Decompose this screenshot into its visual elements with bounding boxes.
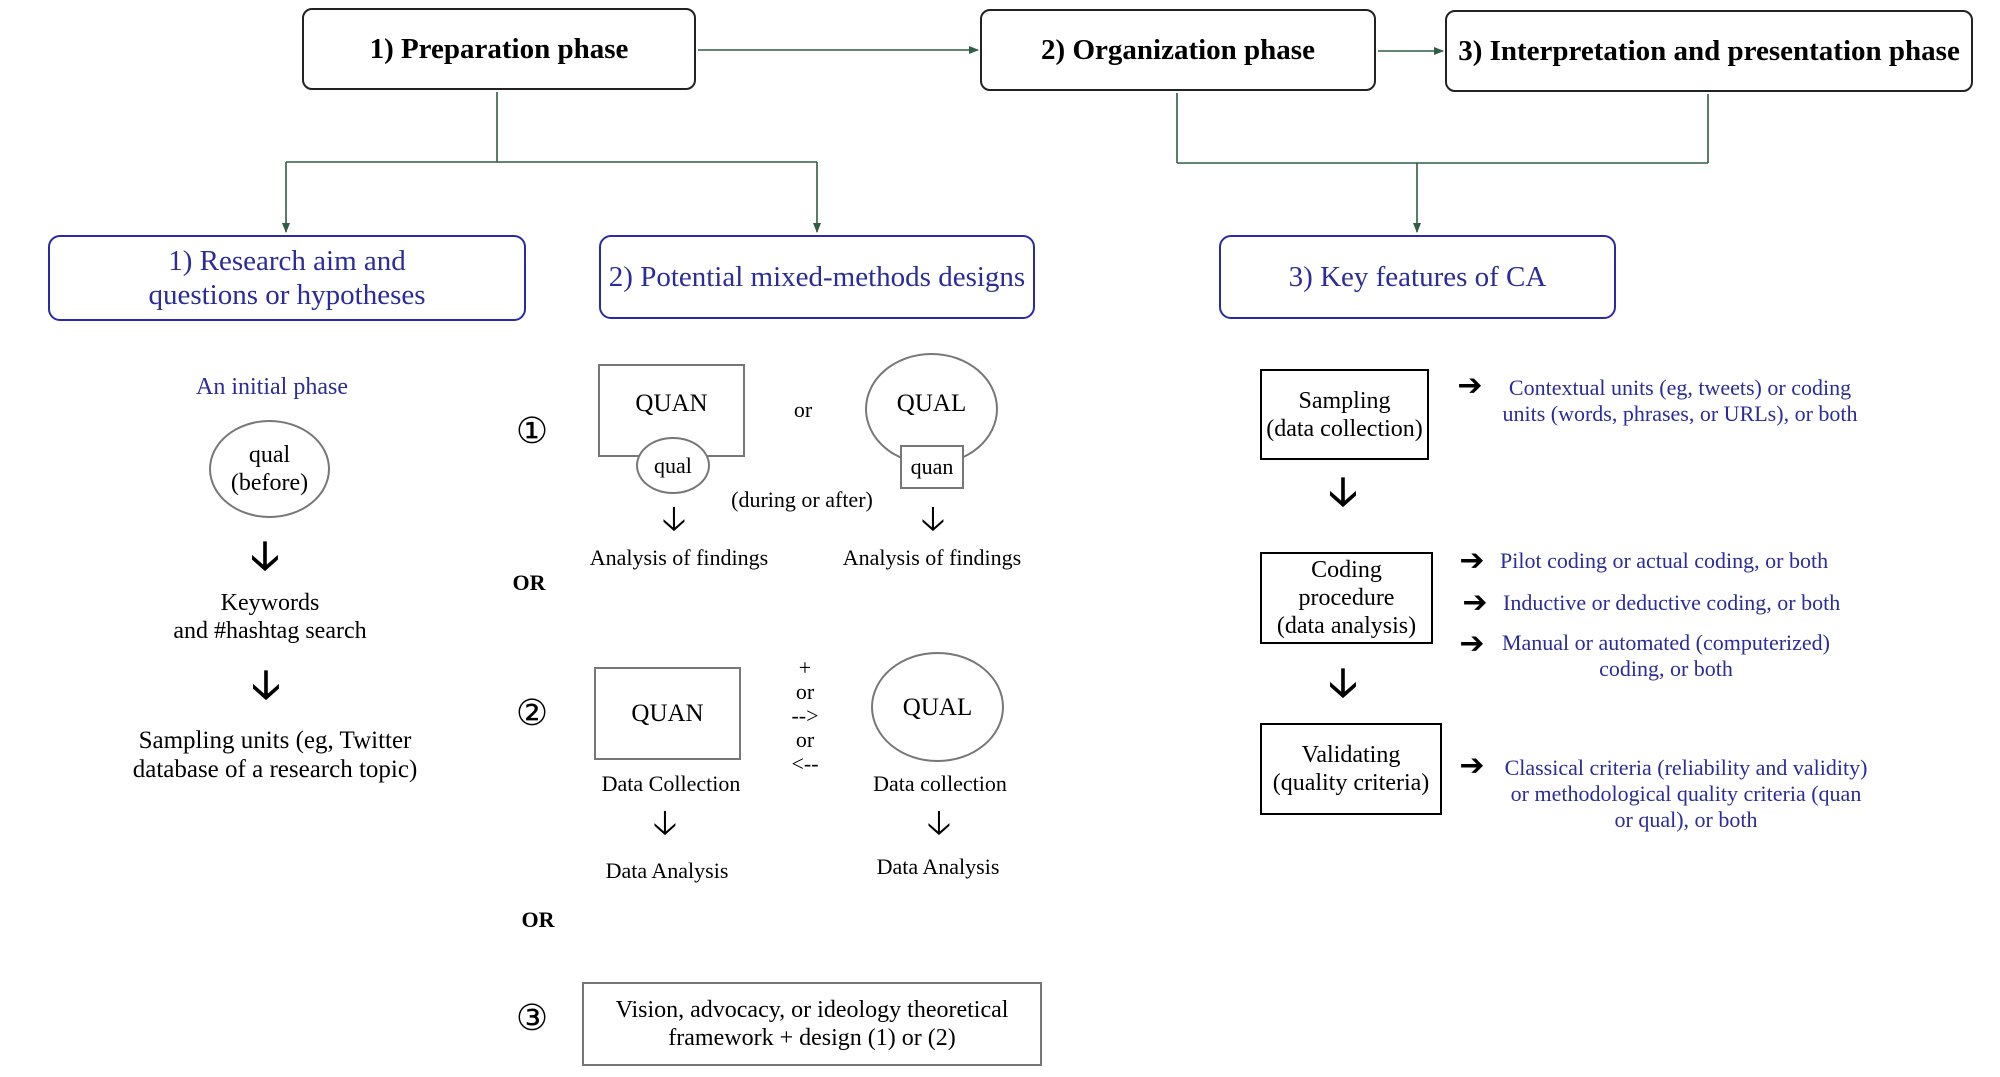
design-1-qual-oval: QUAL [865,353,998,465]
design-2-quan-box: QUAN [594,667,741,760]
right-arrow-icon: ➔ [1459,748,1485,783]
initial-phase-label: An initial phase [196,374,348,400]
keywords-line-1: Keywords [220,590,320,616]
key-features-label: 3) Key features of CA [1288,261,1547,293]
sampling-note-line-2: units (words, phrases, or URLs), or both [1502,401,1858,426]
sampling-units-line-1: Sampling units (eg, Twitter [138,727,412,754]
sampling-note-line-1: Contextual units (eg, tweets) or coding [1508,375,1852,400]
sampling-units-line-2: database of a research topic) [132,756,418,783]
mixed-methods-label: 2) Potential mixed-methods designs [608,261,1026,293]
coding-box-line-1: Coding [1311,557,1382,583]
qual-before-oval: qual (before) [209,420,330,518]
down-arrow-icon: 🡣 [926,803,952,843]
sampling-box-line-2: (data collection) [1266,415,1423,442]
validating-box-line-2: (quality criteria) [1272,770,1430,796]
down-arrow-icon: 🡣 [1328,660,1358,706]
design-3-line-1: Vision, advocacy, or ideology theoretica… [615,997,1009,1023]
coding-note-manual: Manual or automated (computerized) codin… [1490,630,1842,684]
validating-note-line-3: or qual), or both [1614,807,1758,832]
validating-note: Classical criteria (reliability and vali… [1490,755,1882,839]
design-2-collection-right: Data collection [873,771,1007,796]
design-3-line-2: framework + design (1) or (2) [668,1025,956,1051]
validating-note-line-1: Classical criteria (reliability and vali… [1504,755,1868,780]
down-arrow-icon: 🡣 [250,533,280,579]
design-2-number: ② [515,693,549,734]
design-1-qual-small-oval: qual [636,437,710,494]
design-1-analysis-right: Analysis of findings [842,545,1022,570]
design-2-symbol-or-2: or [795,727,815,752]
interpretation-phase-box: 3) Interpretation and presentation phase [1445,10,1973,92]
validating-box-line-1: Validating [1301,742,1401,768]
design-1-number: ① [515,411,549,452]
design-2-qual-label: QUAL [902,693,973,721]
qual-before-line-1: qual [248,442,291,468]
sampling-note: Contextual units (eg, tweets) or coding … [1490,375,1870,431]
design-1-quan-small-label: quan [910,454,954,479]
down-arrow-icon: 🡣 [661,499,687,539]
design-2-collection-left: Data Collection [601,771,741,796]
validating-note-line-2: or methodological quality criteria (quan [1510,781,1862,806]
interpretation-phase-label: 3) Interpretation and presentation phase [1458,34,1960,67]
down-arrow-icon: 🡣 [920,499,946,539]
coding-procedure-box: Coding procedure (data analysis) [1260,552,1433,644]
design-1-timing-label: (during or after) [731,487,873,512]
design-2-symbol-right-arrow: --> [791,703,819,728]
validating-box: Validating (quality criteria) [1260,723,1442,815]
design-1-qual-label: QUAL [896,389,967,417]
key-features-box: 3) Key features of CA [1219,235,1616,319]
right-arrow-icon: ➔ [1459,543,1485,578]
coding-note-manual-line-2: coding, or both [1599,656,1733,681]
design-1-quan-small-box: quan [900,445,964,489]
mixed-methods-box: 2) Potential mixed-methods designs [599,235,1035,319]
design-1-quan-label: QUAN [635,389,708,417]
design-3-box: Vision, advocacy, or ideology theoretica… [582,982,1042,1066]
design-2-symbol-left-arrow: <-- [791,751,819,776]
down-arrow-icon: 🡣 [652,803,678,843]
design-2-analysis-left: Data Analysis [605,858,729,883]
design-1-analysis-left: Analysis of findings [589,545,769,570]
right-arrow-icon: ➔ [1457,368,1483,403]
research-aim-line-2: questions or hypotheses [148,279,426,311]
sampling-units-text: Sampling units (eg, Twitter database of … [110,725,440,785]
design-2-symbol-or-1: or [795,679,815,704]
preparation-phase-box: 1) Preparation phase [302,8,696,90]
or-separator-1: OR [512,570,546,595]
keywords-text: Keywords and #hashtag search [150,588,390,646]
design-1-qual-small-label: qual [654,452,692,478]
organization-phase-box: 2) Organization phase [980,9,1376,91]
design-2-quan-label: QUAN [631,700,704,727]
coding-note-inductive: Inductive or deductive coding, or both [1503,590,1841,615]
design-1-or-label: or [793,397,813,422]
sampling-box: Sampling (data collection) [1260,369,1429,460]
or-separator-2: OR [521,907,555,932]
design-2-connector-symbols: + or --> or <-- [770,654,840,778]
design-3-number: ③ [515,998,549,1039]
down-arrow-icon: 🡣 [1328,469,1358,515]
qual-before-line-2: (before) [230,470,309,496]
coding-note-manual-line-1: Manual or automated (computerized) [1501,630,1831,655]
down-arrow-icon: 🡣 [251,662,281,708]
organization-phase-label: 2) Organization phase [1041,33,1315,66]
right-arrow-icon: ➔ [1459,626,1485,661]
design-2-analysis-right: Data Analysis [876,854,1000,879]
research-aim-box: 1) Research aim and questions or hypothe… [48,235,526,321]
coding-box-line-3: (data analysis) [1276,613,1417,639]
preparation-phase-label: 1) Preparation phase [369,32,629,65]
sampling-box-line-1: Sampling [1298,387,1391,414]
keywords-line-2: and #hashtag search [173,618,367,644]
coding-box-line-2: procedure [1298,585,1395,611]
design-2-symbol-plus: + [798,655,812,680]
research-aim-line-1: 1) Research aim and [168,245,406,277]
design-2-qual-oval: QUAL [871,652,1004,762]
coding-note-pilot: Pilot coding or actual coding, or both [1500,548,1829,573]
right-arrow-icon: ➔ [1462,585,1488,620]
